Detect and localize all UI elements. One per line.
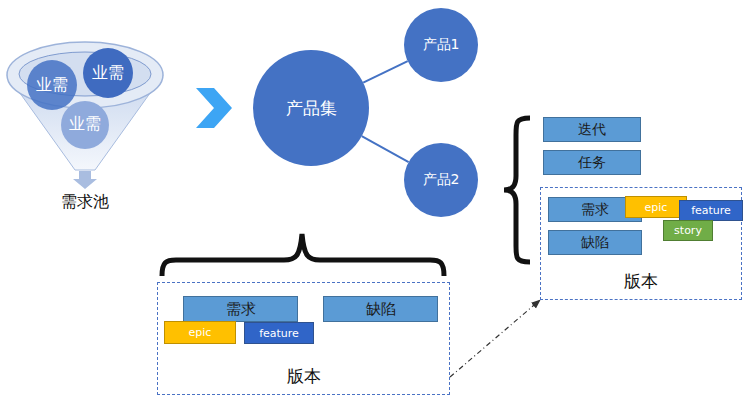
defect-box: 缺陷 [323,296,438,322]
feature-tag: feature [679,200,743,221]
defect-box: 缺陷 [548,230,642,255]
node-label: 迭代 [578,121,606,139]
version-frame: 版本 需求 epic feature story 缺陷 [540,187,742,300]
version-frame: 版本 需求 缺陷 epic feature [157,282,450,395]
node-label: 业需 [36,75,68,96]
node-label: story [674,224,702,237]
requirement-circle: 业需 [27,60,77,110]
link-line [362,136,409,162]
chevron-arrow [196,88,232,128]
requirement-circle: 业需 [83,48,133,98]
node-label: 需求 [226,300,256,319]
node-label: 缺陷 [581,234,609,252]
curly-brace [504,118,530,262]
product-circle: 产品2 [404,143,478,217]
node-label: epic [645,201,668,214]
node-label: feature [259,327,299,340]
epic-tag: epic [625,196,687,218]
node-label: 需求 [581,201,609,219]
frame-label: 需求池 [5,192,165,211]
epic-tag: epic [164,321,236,344]
dashed-arrow [450,300,540,377]
story-tag: story [663,220,713,241]
link-line [363,61,408,83]
node-label: 缺陷 [366,300,396,319]
node-label: 产品1 [423,36,460,54]
node-label: feature [691,204,731,217]
frame-label: 版本 [541,271,741,291]
task-box: 任务 [543,150,641,175]
requirement-box: 需求 [183,296,298,322]
feature-tag: feature [244,322,314,344]
curly-brace [162,234,444,276]
product-set-circle: 产品集 [253,50,369,166]
node-label: 业需 [92,63,124,84]
requirement-circle: 业需 [61,101,109,149]
product-circle: 产品1 [404,8,478,82]
down-arrow [73,171,97,189]
node-label: 产品集 [286,97,337,120]
node-label: epic [189,326,212,339]
funnel-pool: 需求池业需业需业需 [5,38,165,216]
frame-label: 版本 [158,366,449,386]
node-label: 业需 [69,114,101,135]
node-label: 任务 [578,154,606,172]
iteration-box: 迭代 [543,117,641,142]
node-label: 产品2 [423,171,460,189]
